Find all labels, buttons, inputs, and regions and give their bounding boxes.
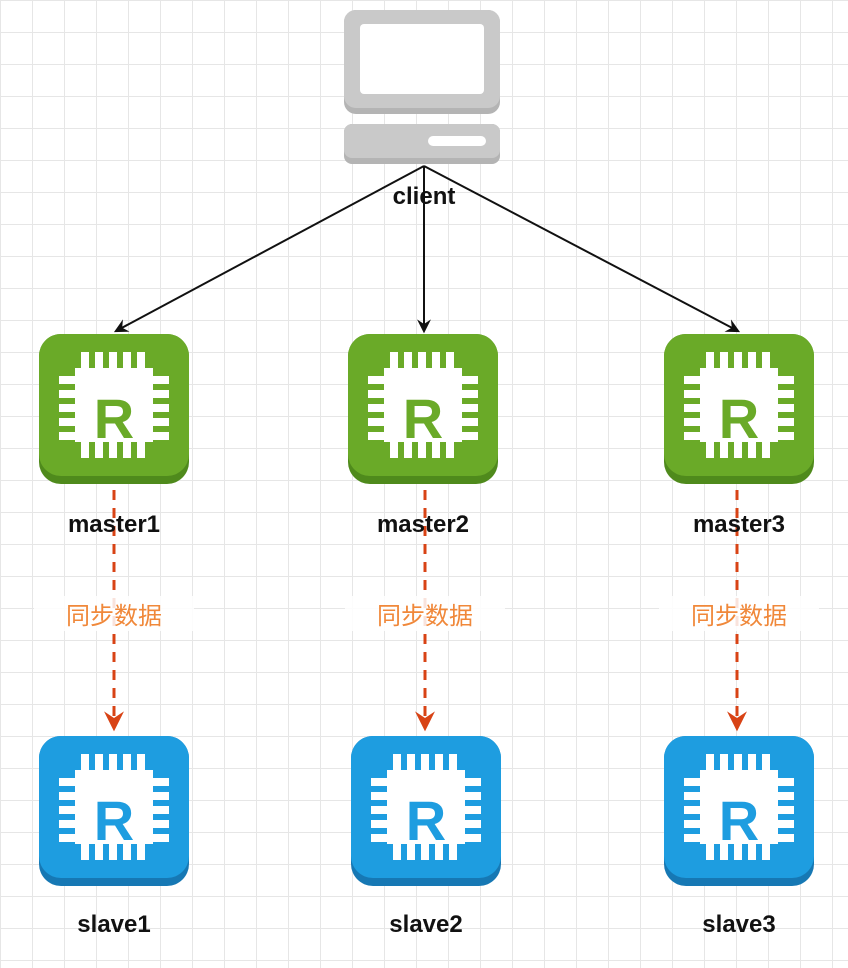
master1-node: R: [39, 334, 189, 484]
master2-label: master2: [376, 511, 470, 538]
slave3-label: slave3: [702, 911, 776, 938]
sync-connections: [104, 490, 747, 732]
master3-node: R: [664, 334, 814, 484]
slave3-letter: R: [719, 789, 759, 852]
arrow-client-master1: [113, 165, 425, 333]
slave1-node: R: [39, 736, 189, 886]
master1-letter: R: [94, 387, 134, 450]
slave2-letter: R: [406, 789, 446, 852]
master3-letter: R: [719, 387, 759, 450]
sync-label-3: 同步数据: [659, 596, 819, 631]
client-label: client: [392, 183, 456, 210]
sync-label-1: 同步数据: [34, 596, 194, 631]
computer-icon: [344, 10, 500, 164]
slave1-label: slave1: [77, 911, 151, 938]
master2-letter: R: [403, 387, 443, 450]
client-connections: [113, 165, 741, 334]
arrow-client-master3: [423, 165, 741, 333]
master2-node: R: [348, 334, 498, 484]
slave2-label: slave2: [389, 911, 463, 938]
slave3-node: R: [664, 736, 814, 886]
master3-label: master3: [692, 511, 786, 538]
slave2-node: R: [351, 736, 501, 886]
master1-label: master1: [67, 511, 161, 538]
sync-label-2: 同步数据: [345, 596, 505, 631]
slave1-letter: R: [94, 789, 134, 852]
